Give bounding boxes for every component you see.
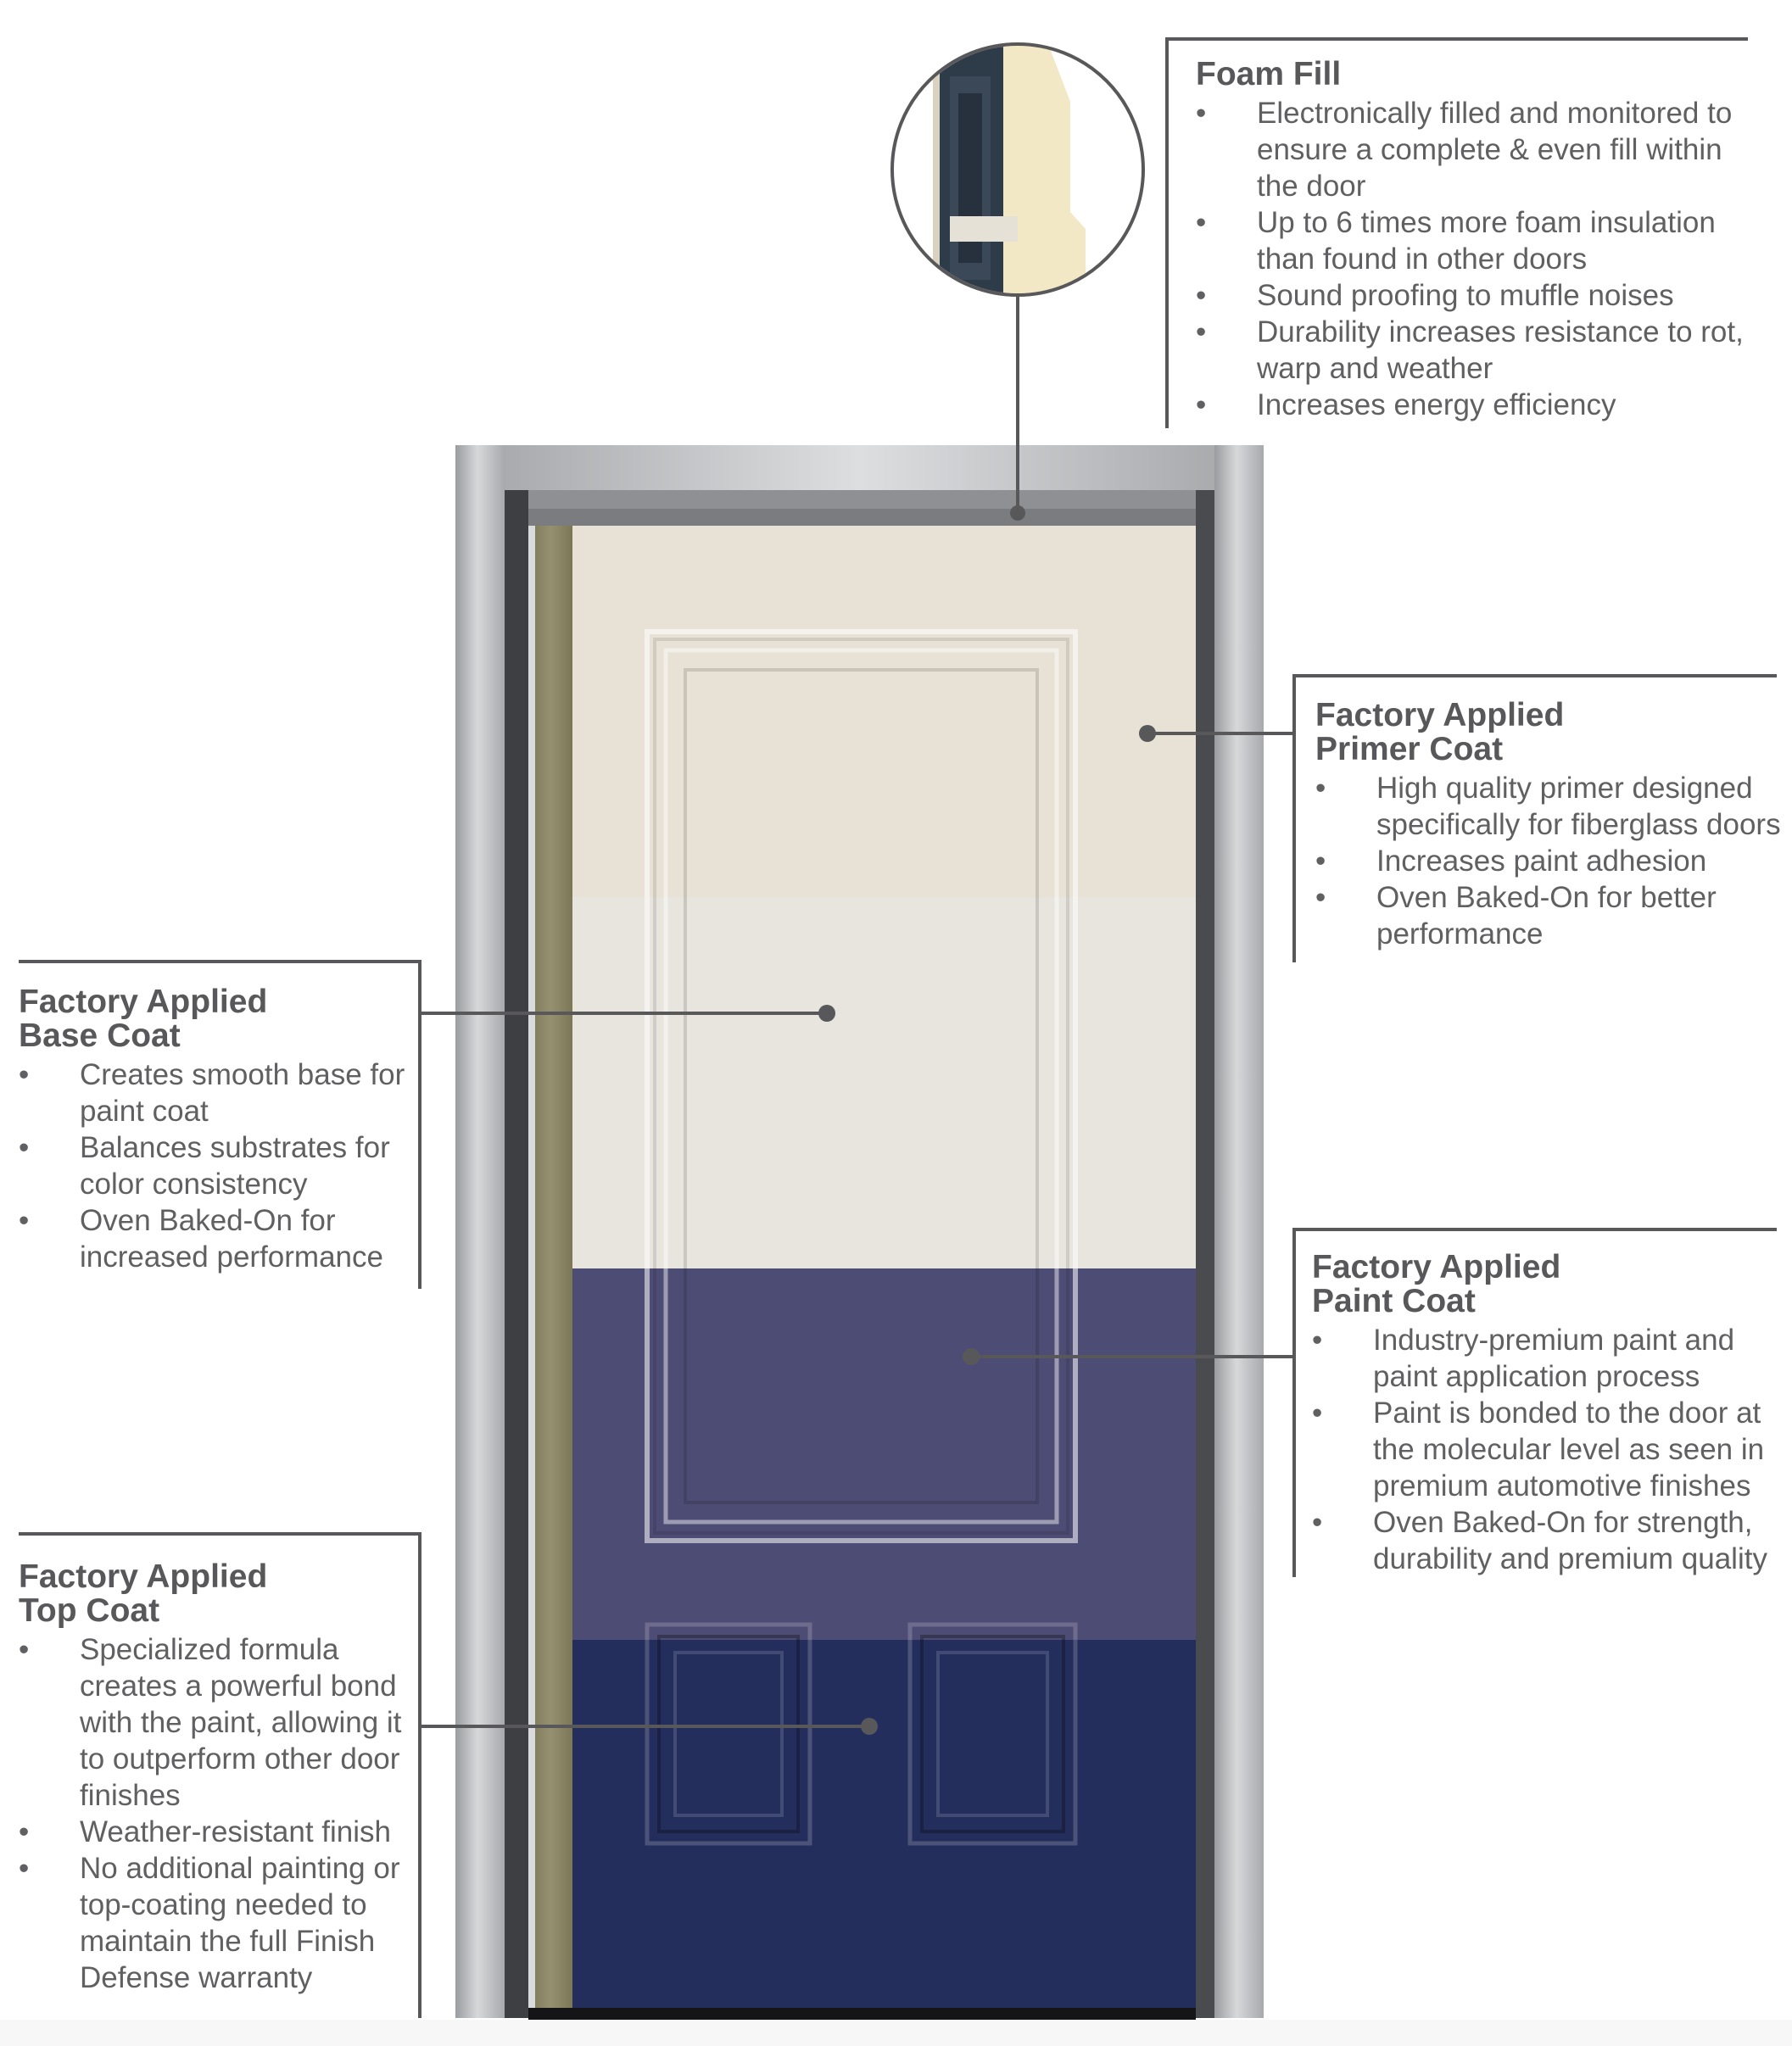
bullet-item: Up to 6 times more foam insulation than … <box>1196 204 1756 277</box>
floor-shadow <box>0 2020 1792 2046</box>
foam-core-skin <box>528 526 535 2011</box>
base-coat-dot <box>818 1005 835 1022</box>
title-line: Factory Applied <box>19 984 268 1020</box>
bullet-item: Oven Baked-On for better performance <box>1315 879 1786 952</box>
frame-inner-right <box>1196 490 1214 2018</box>
frame-inner-top <box>505 490 1214 512</box>
frame-right-jamb <box>1214 445 1264 2018</box>
bullet-item: Increases energy efficiency <box>1196 387 1756 423</box>
base-coat-layer <box>572 897 1196 1268</box>
door-face <box>572 526 1196 2011</box>
top-coat-bullet-list: Specialized formula creates a powerful b… <box>19 1631 410 1996</box>
bullet-item: Increases paint adhesion <box>1315 843 1786 879</box>
foam-fill-bracket <box>1165 37 1748 428</box>
title-line: Foam Fill <box>1196 56 1342 92</box>
bullet-item: Weather-resistant finish <box>19 1814 410 1850</box>
paint-coat-dot <box>963 1348 980 1365</box>
bullet-item: Paint is bonded to the door at the molec… <box>1312 1395 1783 1504</box>
bullet-item: Industry-premium paint and paint applica… <box>1312 1322 1783 1395</box>
base-coat-bullet-list: Creates smooth base for paint coatBalanc… <box>19 1056 410 1275</box>
door-threshold <box>528 2008 1196 2020</box>
foam-fill-title: Foam Fill <box>1196 58 1756 92</box>
lower-left-panel <box>645 1622 812 1846</box>
door-frame <box>455 445 1264 2018</box>
bullet-item: Sound proofing to muffle noises <box>1196 277 1756 314</box>
bullet-item: Balances substrates for color consistenc… <box>19 1129 410 1202</box>
frame-head <box>455 445 1264 494</box>
title-line: Paint Coat <box>1312 1283 1476 1319</box>
foam-fill-magnifier <box>890 42 1145 297</box>
title-line: Factory Applied <box>1312 1249 1561 1285</box>
foam-core-edge <box>528 526 572 2011</box>
primer-coat-dot <box>1139 725 1156 742</box>
foam-fill-bullet-list: Electronically filled and monitored to e… <box>1196 95 1756 423</box>
foam-fill-callout: Foam FillElectronically filled and monit… <box>1196 58 1756 424</box>
frame-inner-left <box>505 490 528 2018</box>
frame-left-jamb <box>455 445 505 2018</box>
bullet-item: Oven Baked-On for strength, durability a… <box>1312 1504 1783 1577</box>
bullet-item: Electronically filled and monitored to e… <box>1196 95 1756 204</box>
base-coat-bracket <box>19 960 421 1289</box>
lower-right-panel <box>907 1622 1078 1846</box>
primer-coat-bullet-list: High quality primer designed specificall… <box>1315 770 1786 952</box>
paint-coat-bullet-list: Industry-premium paint and paint applica… <box>1312 1322 1783 1577</box>
bullet-item: Creates smooth base for paint coat <box>19 1056 410 1129</box>
top-coat-dot <box>861 1718 878 1735</box>
magnified-door-edge <box>933 46 940 293</box>
title-line: Top Coat <box>19 1592 160 1629</box>
upper-panel <box>645 629 1078 1543</box>
leader-dots <box>818 505 1156 1735</box>
bullet-item: Durability increases resistance to rot, … <box>1196 314 1756 387</box>
door-top-edge <box>528 509 1196 527</box>
foam-fill-dot <box>1010 505 1025 521</box>
primer-layer <box>572 526 1196 897</box>
bullet-item: High quality primer designed specificall… <box>1315 770 1786 843</box>
title-line: Primer Coat <box>1315 731 1504 767</box>
bullet-item: Oven Baked-On for increased performance <box>19 1202 410 1275</box>
bullet-item: No additional painting or top-coating ne… <box>19 1850 410 1996</box>
callout-brackets <box>19 37 1777 2018</box>
primer-coat-bracket <box>1292 674 1777 962</box>
title-line: Factory Applied <box>19 1558 268 1595</box>
bullet-item: Specialized formula creates a powerful b… <box>19 1631 410 1814</box>
top-coat-layer <box>572 1640 1196 2011</box>
top-coat-bracket <box>19 1532 421 2018</box>
leader-lines <box>420 295 1294 1728</box>
title-line: Factory Applied <box>1315 697 1565 733</box>
paint-coat-bracket <box>1292 1228 1777 1577</box>
paint-coat-layer <box>572 1268 1196 1640</box>
title-line: Base Coat <box>19 1017 181 1054</box>
magnified-foam-core <box>1003 46 1086 293</box>
